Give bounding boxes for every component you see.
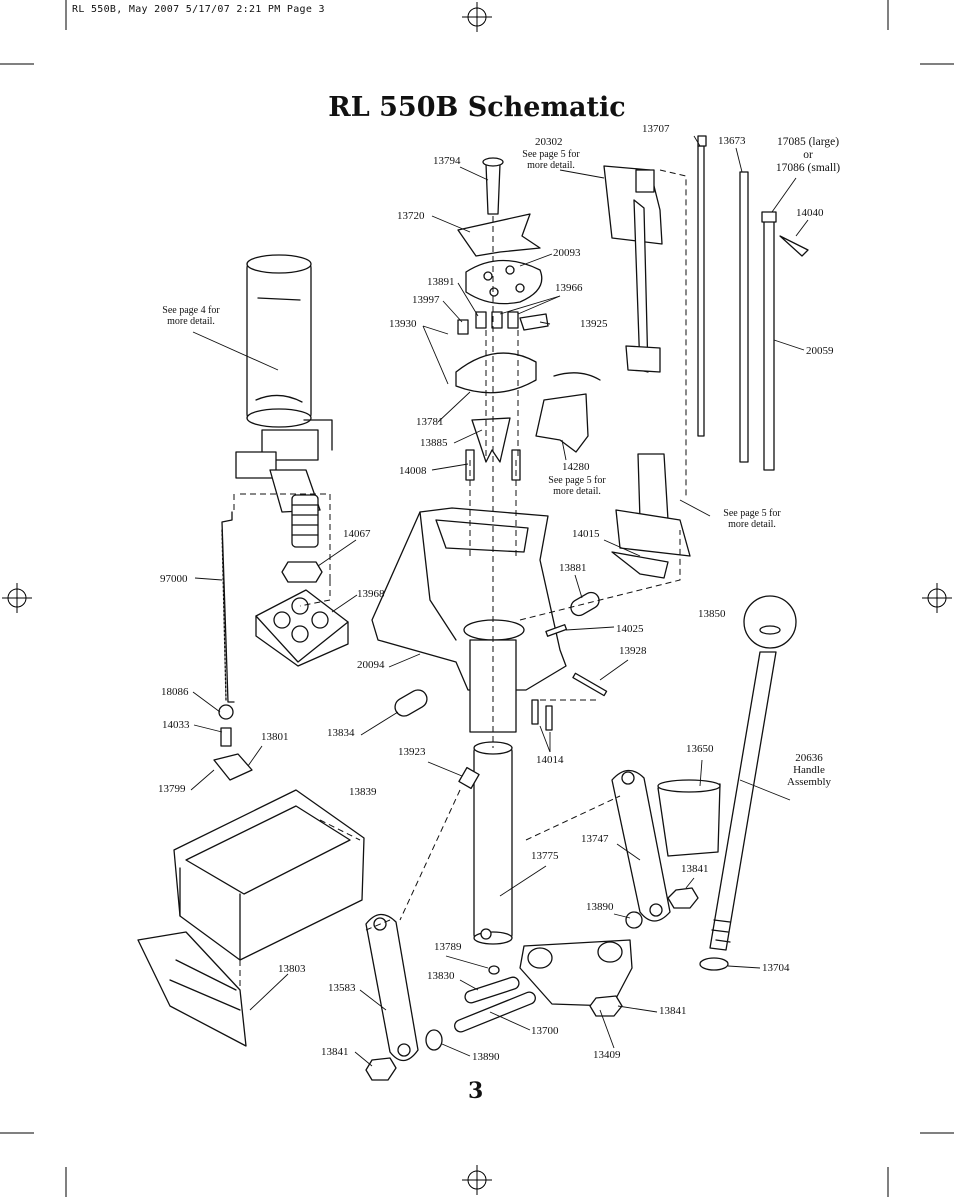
clip-14040 <box>779 235 809 257</box>
note-line: 17085 (large) <box>776 136 840 148</box>
note-line: more detail. <box>167 316 215 327</box>
note-handle-assembly: 20636 Handle Assembly <box>787 752 831 788</box>
lock-nut-14067 <box>281 561 323 583</box>
shell-plate-20093 <box>465 259 543 305</box>
bracket-14280 <box>535 393 589 453</box>
part-label-13930: 13930 <box>389 318 417 330</box>
page-number: 3 <box>468 1078 484 1104</box>
tube-13707 <box>697 145 705 437</box>
part-label-13850: 13850 <box>698 608 726 620</box>
tool-head-13968 <box>255 589 349 667</box>
note-line: 20636 <box>795 752 823 764</box>
tube-13673 <box>739 171 749 463</box>
part-label-18086: 18086 <box>161 686 189 698</box>
bin-13839 <box>173 789 365 961</box>
primer-rod-97000 <box>221 511 235 703</box>
part-label-13803: 13803 <box>278 963 306 975</box>
part-label-13997: 13997 <box>412 294 440 306</box>
note-see-page-4: See page 4 for more detail. <box>162 305 219 327</box>
part-label-13966: 13966 <box>555 282 583 294</box>
note-see-page-5-20302: See page 5 for more detail. <box>522 149 579 171</box>
note-line: See page 5 for <box>548 475 606 486</box>
tube-20059 <box>763 219 775 471</box>
page-title: RL 550B Schematic <box>328 92 626 123</box>
part-label-20093: 20093 <box>553 247 581 259</box>
link-13583 <box>365 913 419 1062</box>
note-die-kit: 17085 (large) or 17086 (small) <box>776 136 840 175</box>
part-label-14280: 14280 <box>562 461 590 473</box>
note-line: Handle <box>793 764 825 776</box>
powder-measure <box>235 254 333 548</box>
note-line: See page 5 for <box>522 149 580 160</box>
part-label-13881: 13881 <box>559 562 587 574</box>
part-label-13885: 13885 <box>420 437 448 449</box>
part-label-13890-b: 13890 <box>472 1051 500 1063</box>
part-label-13700: 13700 <box>531 1025 559 1037</box>
part-label-20094: 20094 <box>357 659 385 671</box>
cup-13650 <box>657 783 721 857</box>
clip-13885 <box>471 417 511 463</box>
part-label-13834: 13834 <box>327 727 355 739</box>
part-label-13747: 13747 <box>581 833 609 845</box>
primer-slide-13799 <box>213 753 253 781</box>
part-label-13794: 13794 <box>433 155 461 167</box>
part-label-14008: 14008 <box>399 465 427 477</box>
part-label-97000: 97000 <box>160 573 188 585</box>
part-label-13841-b: 13841 <box>321 1046 349 1058</box>
part-label-13830: 13830 <box>427 970 455 982</box>
primer-system <box>603 165 691 579</box>
note-line: more detail. <box>553 486 601 497</box>
part-label-13775: 13775 <box>531 850 559 862</box>
part-label-13891: 13891 <box>427 276 455 288</box>
platen-13781 <box>455 352 537 394</box>
part-label-13841-a: 13841 <box>681 863 709 875</box>
ram-13775 <box>473 741 513 945</box>
part-label-14015: 14015 <box>572 528 600 540</box>
note-see-page-5-right: See page 5 for more detail. <box>723 508 780 530</box>
note-line: Assembly <box>787 776 831 788</box>
part-label-13583: 13583 <box>328 982 356 994</box>
part-label-14040: 14040 <box>796 207 824 219</box>
part-label-13707: 13707 <box>642 123 670 135</box>
handle-rod-20636 <box>709 651 777 951</box>
note-line: more detail. <box>728 519 776 530</box>
note-line: 17086 (small) <box>775 162 841 174</box>
part-label-13781: 13781 <box>416 416 444 428</box>
part-label-13673: 13673 <box>718 135 746 147</box>
press-frame-20094 <box>371 507 567 733</box>
note-line: See page 5 for <box>723 508 781 519</box>
part-label-20059: 20059 <box>806 345 834 357</box>
part-label-13789: 13789 <box>434 941 462 953</box>
note-line: See page 4 for <box>162 305 220 316</box>
part-label-14014: 14014 <box>536 754 564 766</box>
part-label-13799: 13799 <box>158 783 186 795</box>
primer-rod-outline <box>221 529 227 701</box>
part-label-14025: 14025 <box>616 623 644 635</box>
part-label-13968: 13968 <box>357 588 385 600</box>
part-label-14067: 14067 <box>343 528 371 540</box>
part-label-13925: 13925 <box>580 318 608 330</box>
part-label-13650: 13650 <box>686 743 714 755</box>
file-slug: RL 550B, May 2007 5/17/07 2:21 PM Page 3 <box>72 4 325 15</box>
part-label-13839: 13839 <box>349 786 377 798</box>
part-label-13801: 13801 <box>261 731 289 743</box>
handle-ball-13850 <box>743 595 797 649</box>
link-13747 <box>611 769 671 922</box>
part-label-20302: 20302 <box>535 136 563 148</box>
part-label-13409: 13409 <box>593 1049 621 1061</box>
part-label-13923: 13923 <box>398 746 426 758</box>
note-see-page-5-14280: See page 5 for more detail. <box>548 475 605 497</box>
index-ring-13720 <box>457 213 541 257</box>
note-line: or <box>803 149 813 161</box>
part-label-13928: 13928 <box>619 645 647 657</box>
part-label-13720: 13720 <box>397 210 425 222</box>
note-line: more detail. <box>527 160 575 171</box>
washer-13704 <box>699 957 729 971</box>
part-label-13890-a: 13890 <box>586 901 614 913</box>
part-label-13841-c: 13841 <box>659 1005 687 1017</box>
part-label-13704: 13704 <box>762 962 790 974</box>
part-label-14033: 14033 <box>162 719 190 731</box>
